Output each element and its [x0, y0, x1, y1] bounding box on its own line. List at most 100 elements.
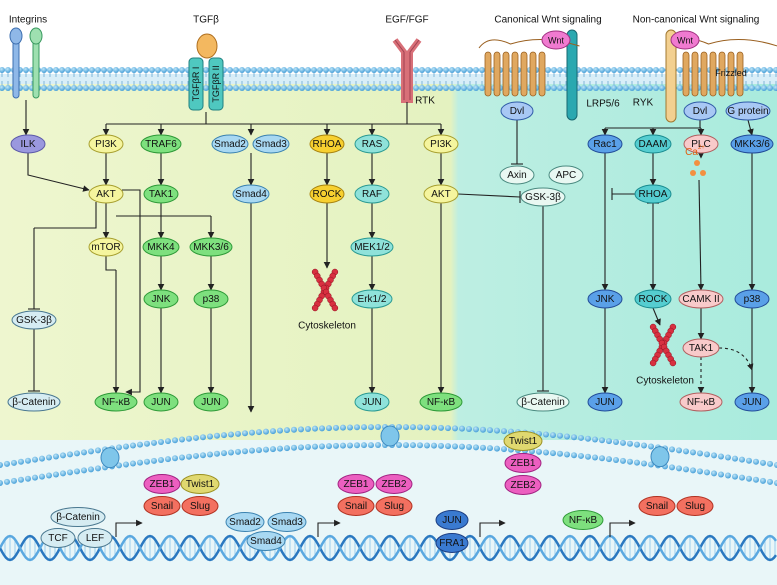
node-pi3k2: PI3K [423, 134, 459, 154]
header-canonical-wnt: Canonical Wnt signaling [494, 15, 601, 26]
frizzled-canonical [478, 38, 580, 97]
label-cytoskeleton-left: Cytoskeleton [298, 321, 356, 332]
node-label-camk: CAMK II [682, 294, 719, 305]
node-label-jun1: JUN [151, 397, 170, 408]
ligand-wnt1: Wnt [541, 30, 571, 50]
nuclear-nfkb: NF-κB [562, 510, 604, 530]
node-label-gsk2: GSK-3β [525, 192, 561, 203]
node-label-dvl1: Dvl [510, 106, 524, 117]
node-label-ras: RAS [362, 139, 383, 150]
node-tak1a: TAK1 [143, 184, 179, 204]
svg-text:Smad2: Smad2 [229, 517, 261, 528]
nuclear-fra1: FRA1 [435, 533, 469, 553]
node-label-jnk1: JNK [152, 294, 171, 305]
node-label-erk: Erk1/2 [358, 294, 387, 305]
svg-text:Twist1: Twist1 [509, 436, 538, 447]
node-pi3k1: PI3K [88, 134, 124, 154]
node-label-bcat1: β-Catenin [12, 397, 56, 408]
node-dvl2: Dvl [683, 101, 717, 121]
svg-text:JUN: JUN [442, 515, 461, 526]
nuclear-snail3: Snail [638, 496, 676, 516]
nuclear-smad4: Smad4 [246, 531, 286, 551]
nuclear-slug2: Slug [375, 496, 413, 516]
node-label-daam: DAAM [639, 139, 668, 150]
node-label-jun4: JUN [595, 397, 614, 408]
node-bcat2: β-Catenin [516, 392, 570, 412]
ligand-wnt2: Wnt [670, 30, 700, 50]
label-tgfbr1: TGFβR I [191, 67, 201, 102]
node-camk: CAMK II [678, 289, 724, 309]
nuclear-smad3: Smad3 [267, 512, 307, 532]
svg-text:β-Catenin: β-Catenin [56, 512, 100, 523]
label-tgfbr2: TGFβR II [211, 65, 221, 102]
node-label-akt1: AKT [96, 189, 115, 200]
node-erk: Erk1/2 [351, 289, 393, 309]
svg-text:ZEB1: ZEB1 [510, 458, 535, 469]
svg-text:Smad3: Smad3 [271, 517, 303, 528]
node-smad3: Smad3 [252, 134, 290, 154]
nuclear-zeb1a: ZEB1 [143, 474, 181, 494]
label-cytoskeleton-right: Cytoskeleton [636, 376, 694, 387]
nuclear-zeb1b: ZEB1 [337, 474, 375, 494]
node-label-smad2: Smad2 [214, 139, 246, 150]
node-tak1b: TAK1 [682, 338, 720, 358]
node-label-jun2: JUN [201, 397, 220, 408]
node-gsk2: GSK-3β [520, 187, 566, 207]
nuclear-snail1: Snail [143, 496, 181, 516]
node-bcat1: β-Catenin [7, 392, 61, 412]
node-jnk2: JNK [587, 289, 623, 309]
node-daam: DAAM [634, 134, 672, 154]
node-label-tak1a: TAK1 [149, 189, 174, 200]
node-label-plc: PLC [691, 139, 710, 150]
svg-text:LEF: LEF [86, 533, 104, 544]
transcription-arrows [115, 519, 636, 537]
node-label-mek: MEK1/2 [354, 242, 390, 253]
node-label-dvl2: Dvl [693, 106, 707, 117]
label-lrp: LRP5/6 [586, 99, 620, 110]
node-ilk: ILK [10, 134, 46, 154]
nuclear-slug3: Slug [676, 496, 714, 516]
node-dvl1: Dvl [500, 101, 534, 121]
node-label-mkk36a: MKK3/6 [193, 242, 229, 253]
node-p38b: p38 [734, 289, 770, 309]
svg-text:Slug: Slug [384, 501, 404, 512]
nuclear-zeb1c: ZEB1 [504, 453, 542, 473]
nuclear-zeb2a: ZEB2 [375, 474, 413, 494]
node-rock1: ROCK [309, 184, 345, 204]
node-apc: APC [548, 165, 584, 185]
node-label-smad3: Smad3 [255, 139, 287, 150]
node-label-gprotein: G protein [727, 106, 768, 117]
node-label-nfkb3: NF-κB [687, 397, 716, 408]
node-nfkb3: NF-κB [679, 392, 723, 412]
node-label-p38a: p38 [203, 294, 220, 305]
node-label-jun5: JUN [742, 397, 761, 408]
nuclear-twist1a: Twist1 [180, 474, 220, 494]
node-plc: PLC [683, 134, 719, 154]
svg-text:Twist1: Twist1 [186, 479, 215, 490]
svg-text:Snail: Snail [646, 501, 668, 512]
node-label-nfkb1: NF-κB [102, 397, 131, 408]
node-label-jnk2: JNK [596, 294, 615, 305]
node-label-smad4: Smad4 [235, 189, 267, 200]
svg-text:TCF: TCF [48, 533, 67, 544]
node-label-pi3k1: PI3K [95, 139, 117, 150]
node-label-nfkb2: NF-κB [427, 397, 456, 408]
node-traf6: TRAF6 [140, 134, 182, 154]
node-label-axin: Axin [507, 170, 526, 181]
nuclear-slug1: Slug [181, 496, 219, 516]
node-axin: Axin [499, 165, 535, 185]
header-egf: EGF/FGF [385, 15, 428, 26]
node-rock2: ROCK [634, 289, 672, 309]
node-nfkb2: NF-κB [419, 392, 463, 412]
svg-text:Wnt: Wnt [548, 36, 565, 46]
svg-text:ZEB2: ZEB2 [510, 480, 535, 491]
node-label-rock1: ROCK [313, 189, 342, 200]
svg-text:Slug: Slug [685, 501, 705, 512]
lrp-receptor [566, 29, 578, 121]
node-p38a: p38 [193, 289, 229, 309]
nuclear-jun: JUN [435, 510, 469, 530]
node-jnk1: JNK [143, 289, 179, 309]
plasma-membrane [0, 67, 777, 91]
